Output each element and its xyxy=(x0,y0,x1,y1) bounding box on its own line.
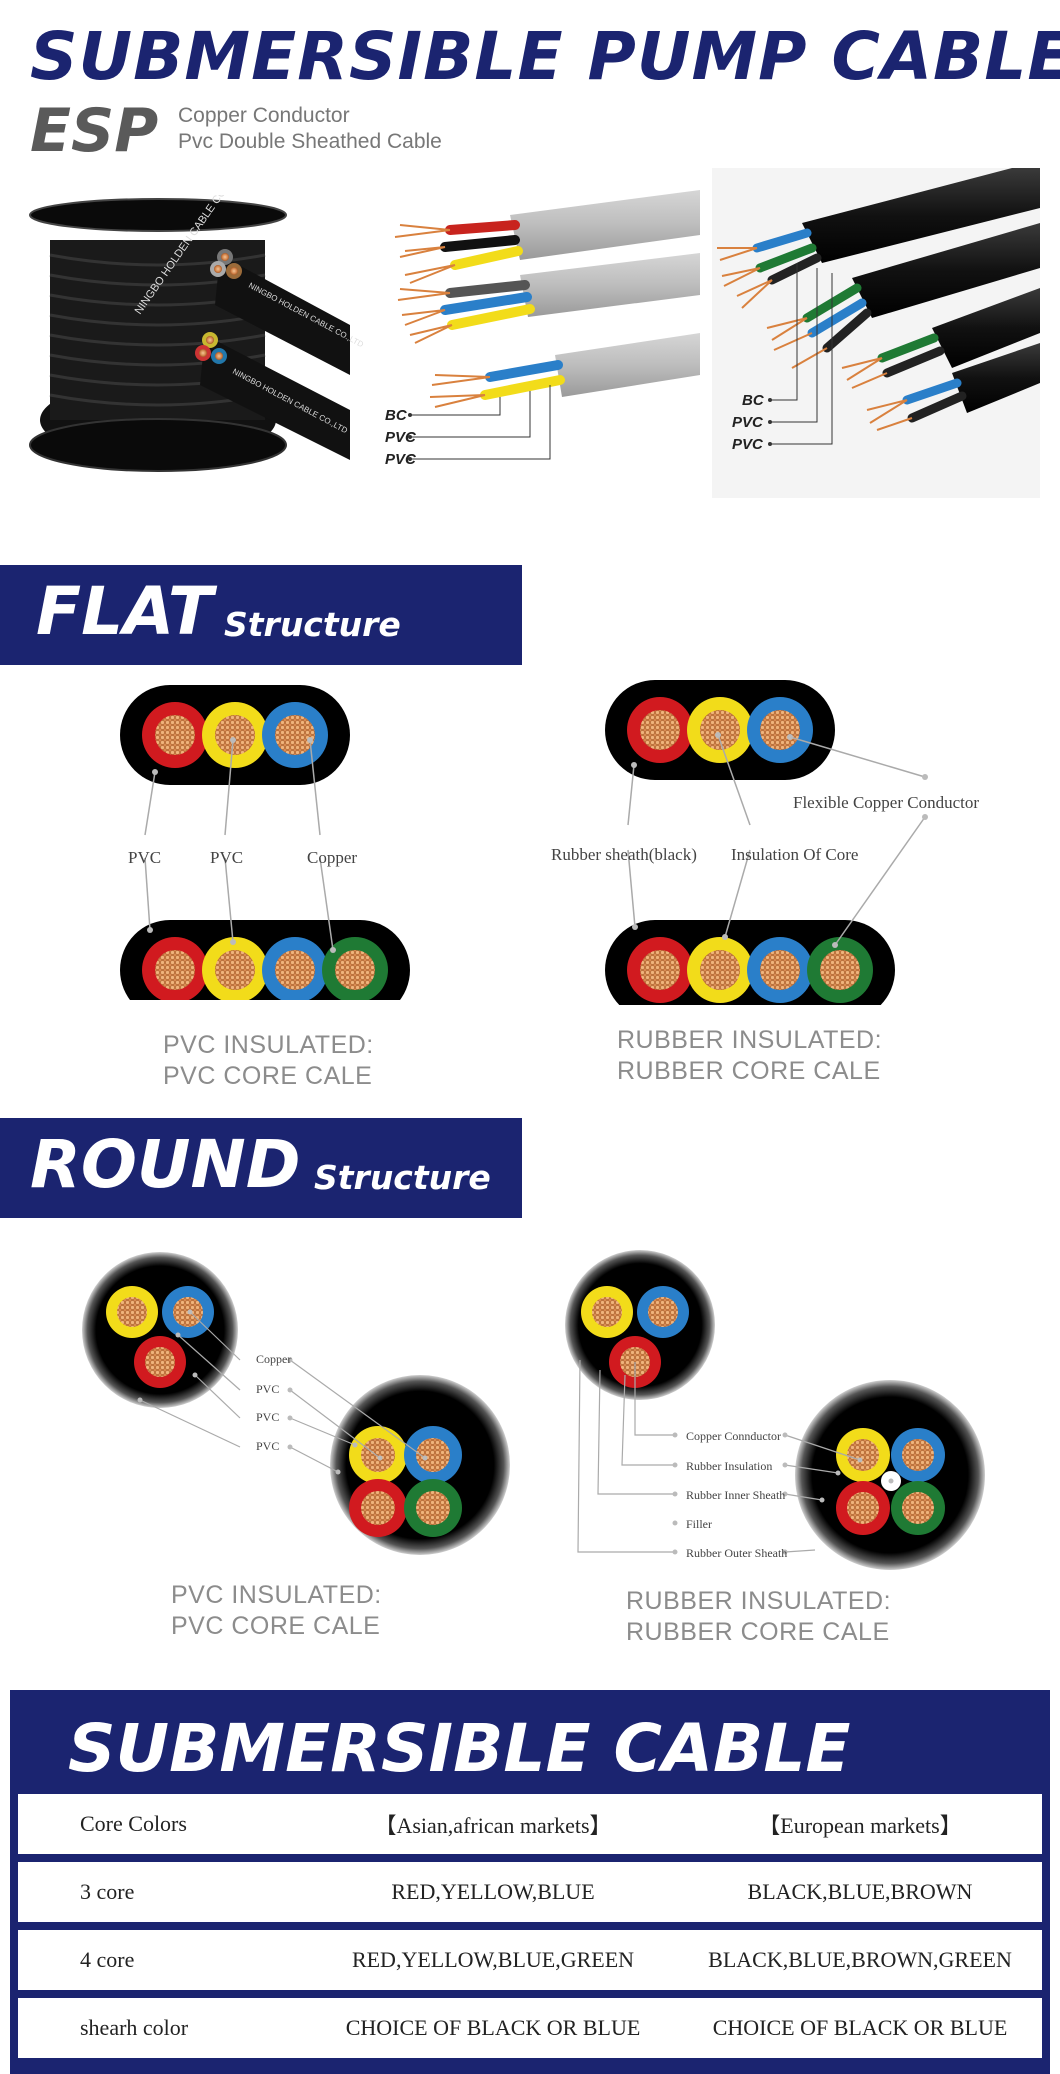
flat-pvc-label-1: PVC xyxy=(128,848,162,867)
table-cell: shearh color xyxy=(80,2015,189,2040)
flexible-copper-label: Flexible Copper Conductor xyxy=(793,793,980,812)
pvc-label-black-1: PVC xyxy=(732,414,764,431)
bc-label-black: BC xyxy=(742,392,765,409)
round-copper-label: Copper xyxy=(256,1352,292,1366)
bc-label: BC xyxy=(385,407,408,424)
round-pvc-label-3: PVC xyxy=(256,1439,280,1453)
flat-copper-label: Copper xyxy=(307,848,358,867)
round-heading-structure: Structure xyxy=(314,1158,491,1197)
round-pvc-diagram xyxy=(82,1252,510,1555)
flat-structure-banner: FLAT Structure xyxy=(0,565,522,665)
rubber-outer-sheath-label: Rubber Outer Sheath xyxy=(686,1546,788,1560)
flat-rubber-diagram xyxy=(605,680,928,1005)
table-cell: CHOICE OF BLACK OR BLUE xyxy=(345,2015,641,2040)
flat-pvc-caption: PVC INSULATED: PVC CORE CALE xyxy=(163,1031,374,1090)
core-colors-table: SUBMERSIBLE CABLE Core Colors 【Asian,afr… xyxy=(10,1690,1050,2074)
subtitle-line-2: Pvc Double Sheathed Cable xyxy=(178,130,442,153)
round-pvc-label-2: PVC xyxy=(256,1410,280,1424)
table-header-cell: 【European markets】 xyxy=(758,1813,962,1838)
table-header-cell: 【Asian,african markets】 xyxy=(374,1813,612,1838)
flat-heading-structure: Structure xyxy=(224,605,401,644)
product-code: ESP xyxy=(30,96,159,166)
rubber-inner-sheath-label: Rubber Inner Sheath xyxy=(686,1488,786,1502)
table-cell: RED,YELLOW,BLUE,GREEN xyxy=(351,1947,635,1972)
filler-label: Filler xyxy=(686,1517,712,1531)
table-row: 4 core RED,YELLOW,BLUE,GREEN BLACK,BLUE,… xyxy=(18,1930,1042,1990)
round-rubber-caption: RUBBER INSULATED: RUBBER CORE CALE xyxy=(626,1587,892,1646)
grey-cable-image: BC PVC PVC xyxy=(380,185,700,475)
flat-rubber-caption: RUBBER INSULATED: RUBBER CORE CALE xyxy=(617,1026,883,1085)
round-rubber-diagram xyxy=(565,1250,985,1570)
round-heading: ROUND xyxy=(30,1126,301,1203)
table-cell: BLACK,BLUE,BROWN,GREEN xyxy=(708,1947,1012,1972)
table-cell: BLACK,BLUE,BROWN xyxy=(747,1879,973,1904)
table-row: shearh color CHOICE OF BLACK OR BLUE CHO… xyxy=(18,1998,1042,2058)
subtitle-line-1: Copper Conductor xyxy=(178,104,350,127)
table-header-cell: Core Colors xyxy=(80,1811,187,1836)
flat-pvc-label-2: PVC xyxy=(210,848,244,867)
round-pvc-label-1: PVC xyxy=(256,1382,280,1396)
flat-pvc-diagram xyxy=(120,685,410,1000)
round-pvc-caption: PVC INSULATED: PVC CORE CALE xyxy=(171,1581,382,1640)
cable-reel-image: NINGBO HOLDEN CABLE CO.,LTD NINGBO HOLDE… xyxy=(29,195,365,472)
insulation-core-label: Insulation Of Core xyxy=(731,845,859,864)
pvc-label-1: PVC xyxy=(385,429,417,446)
rubber-insulation-label: Rubber Insulation xyxy=(686,1459,773,1473)
round-structure-banner: ROUND Structure xyxy=(0,1118,522,1218)
table-title: SUBMERSIBLE CABLE xyxy=(68,1710,851,1787)
pvc-label-black-2: PVC xyxy=(732,436,764,453)
rubber-sheath-label: Rubber sheath(black) xyxy=(551,845,697,864)
table-cell: 4 core xyxy=(80,1947,135,1972)
flat-heading: FLAT xyxy=(36,573,213,650)
table-header-row: Core Colors 【Asian,african markets】 【Eur… xyxy=(18,1794,1042,1854)
page-title: SUBMERSIBLE PUMP CABLE xyxy=(30,18,1060,95)
table-cell: CHOICE OF BLACK OR BLUE xyxy=(712,2015,1008,2040)
table-cell: RED,YELLOW,BLUE xyxy=(391,1879,595,1904)
pvc-label-2: PVC xyxy=(385,451,417,468)
table-row: 3 core RED,YELLOW,BLUE BLACK,BLUE,BROWN xyxy=(18,1862,1042,1922)
copper-conductor-label: Copper Connductor xyxy=(686,1429,781,1443)
black-cable-image: BC PVC PVC xyxy=(712,168,1040,498)
table-cell: 3 core xyxy=(80,1879,135,1904)
